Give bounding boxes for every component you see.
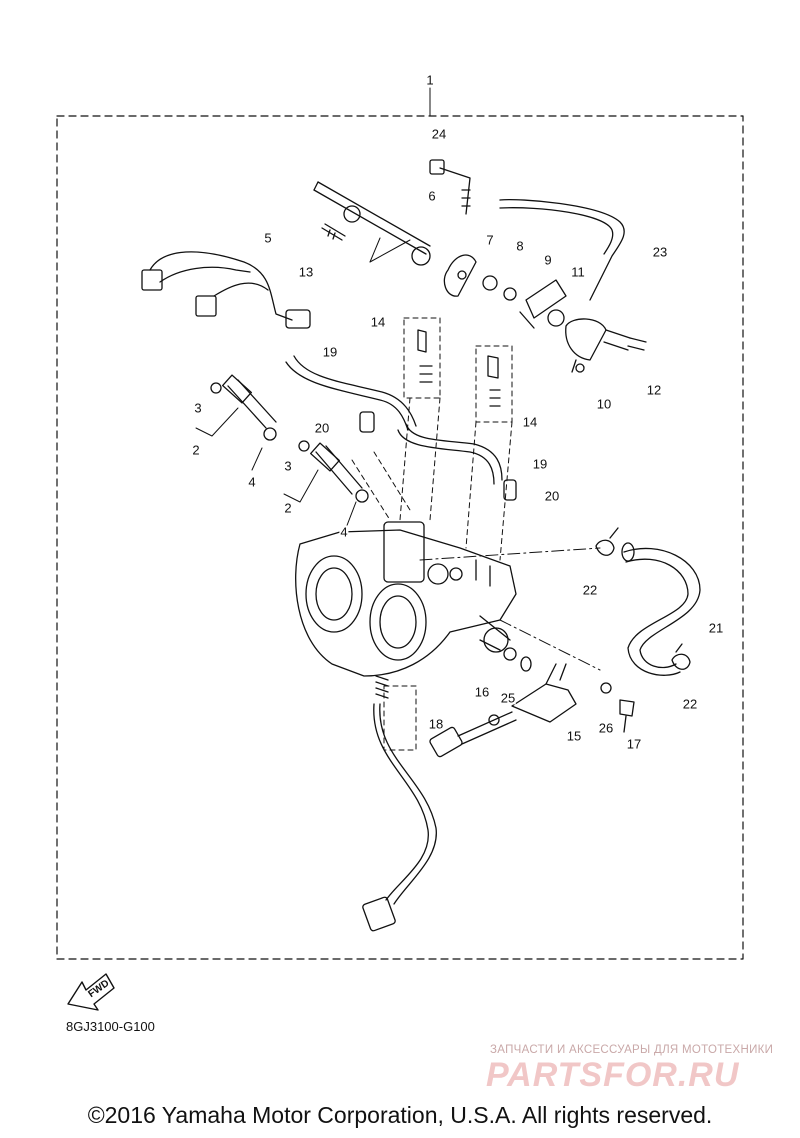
injector-lower bbox=[298, 440, 369, 503]
callout-4b: 4 bbox=[339, 524, 349, 540]
wire-harness bbox=[141, 251, 311, 329]
callout-6: 6 bbox=[427, 188, 437, 204]
callout-15: 15 bbox=[565, 728, 583, 744]
callout-22a: 22 bbox=[581, 582, 599, 598]
callout-4a: 4 bbox=[247, 474, 257, 490]
plate-9 bbox=[519, 279, 567, 329]
callout-20b: 20 bbox=[543, 488, 561, 504]
callout-12: 12 bbox=[645, 382, 663, 398]
callout-18: 18 bbox=[427, 716, 445, 732]
callout-24: 24 bbox=[430, 126, 448, 142]
bolt-12 bbox=[627, 337, 647, 351]
cap-20-lower bbox=[503, 479, 517, 501]
washer-26 bbox=[600, 682, 612, 694]
callout-13: 13 bbox=[297, 264, 315, 280]
callout-3b: 3 bbox=[283, 458, 293, 474]
callout-25: 25 bbox=[499, 690, 517, 706]
jet-group-right bbox=[475, 345, 513, 423]
throttle-sensor bbox=[429, 663, 577, 758]
callout-9: 9 bbox=[543, 252, 553, 268]
hose-24 bbox=[429, 159, 471, 215]
clamp-22-lower bbox=[671, 643, 691, 670]
part-7 bbox=[482, 275, 498, 291]
cap-20-upper bbox=[359, 411, 375, 433]
hose-21 bbox=[623, 547, 701, 676]
throttle-cable bbox=[373, 703, 437, 905]
callout-19a: 19 bbox=[321, 344, 339, 360]
screw-17 bbox=[619, 699, 635, 733]
watermark-tagline: ЗАПЧАСТИ И АКСЕССУАРЫ ДЛЯ МОТОТЕХНИКИ bbox=[490, 1044, 774, 1056]
callout-21: 21 bbox=[707, 620, 725, 636]
watermark-brand: PARTSFOR.RU bbox=[486, 1056, 740, 1094]
clamp-22-upper bbox=[595, 527, 619, 556]
jet-group-left bbox=[403, 317, 441, 399]
assembly-frame bbox=[56, 115, 744, 960]
bolt-13 bbox=[321, 223, 346, 241]
callout-19b: 19 bbox=[531, 456, 549, 472]
callout-2b: 2 bbox=[283, 500, 293, 516]
hose-19-upper bbox=[285, 355, 417, 431]
callout-3a: 3 bbox=[193, 400, 203, 416]
callout-17: 17 bbox=[625, 736, 643, 752]
hose-23 bbox=[499, 199, 625, 301]
callout-1: 1 bbox=[425, 72, 435, 88]
part-18-frame bbox=[383, 685, 417, 751]
washer-25 bbox=[520, 656, 532, 672]
spring-18 bbox=[375, 675, 389, 699]
callout-20a: 20 bbox=[313, 420, 331, 436]
callout-23: 23 bbox=[651, 244, 669, 260]
callout-7: 7 bbox=[485, 232, 495, 248]
callout-16: 16 bbox=[473, 684, 491, 700]
oring-8 bbox=[503, 287, 517, 301]
callout-2a: 2 bbox=[191, 442, 201, 458]
injector-upper bbox=[210, 374, 277, 441]
fuel-pressure-regulator bbox=[565, 318, 631, 373]
callout-14b: 14 bbox=[521, 414, 539, 430]
callout-14a: 14 bbox=[369, 314, 387, 330]
copyright-footer: ©2016 Yamaha Motor Corporation, U.S.A. A… bbox=[87, 1102, 713, 1128]
callout-8: 8 bbox=[515, 238, 525, 254]
fwd-label: FWD bbox=[86, 978, 111, 1000]
callout-11: 11 bbox=[570, 264, 586, 280]
callout-26: 26 bbox=[597, 720, 615, 736]
callout-22b: 22 bbox=[681, 696, 699, 712]
callout-10: 10 bbox=[595, 396, 613, 412]
drawing-code: 8GJ3100-G100 bbox=[66, 1019, 155, 1034]
hose-19-lower bbox=[397, 423, 503, 485]
oring-11 bbox=[547, 309, 565, 327]
oring-16 bbox=[503, 647, 517, 661]
callout-5: 5 bbox=[263, 230, 273, 246]
throttle-body bbox=[295, 521, 517, 677]
fuel-rail bbox=[313, 181, 477, 297]
fwd-arrow-icon bbox=[67, 973, 115, 1011]
